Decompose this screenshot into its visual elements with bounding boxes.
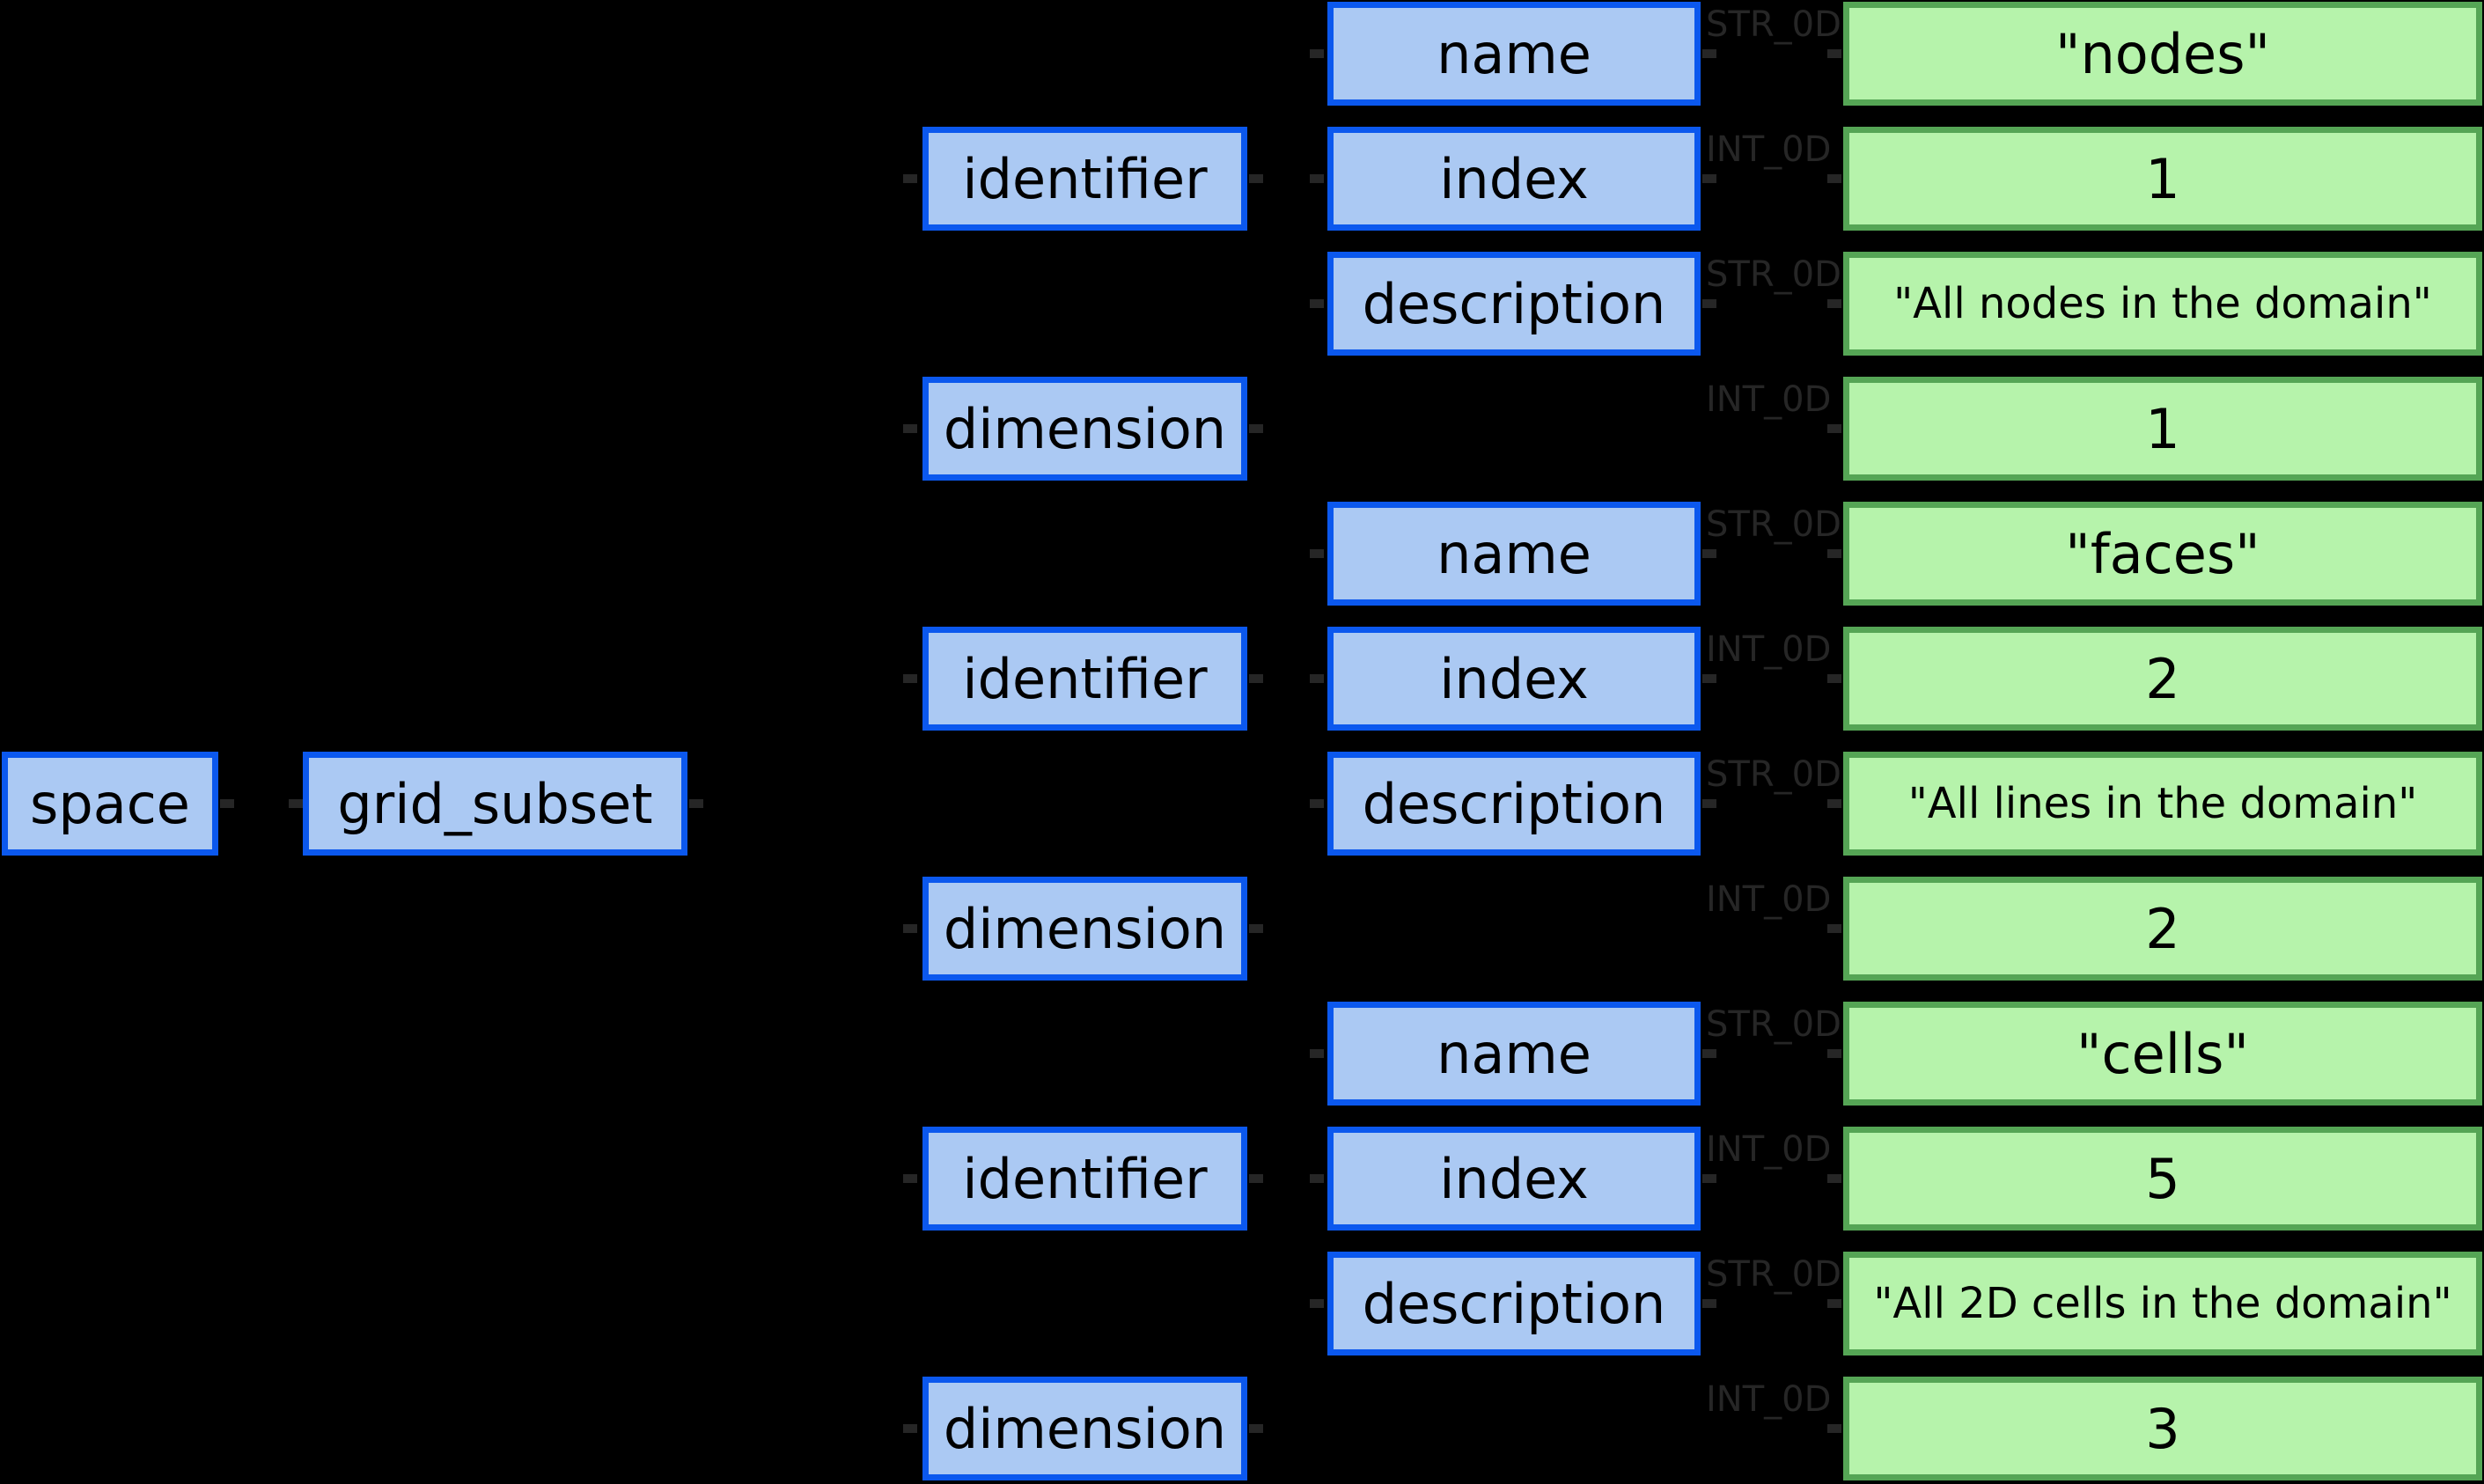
edge-type-label: INT_0D bbox=[1706, 879, 1832, 920]
edge-stub bbox=[1827, 1424, 1841, 1433]
attr-row: description STR_0D "All lines in the dom… bbox=[0, 752, 2484, 856]
edge-stub bbox=[903, 924, 917, 933]
node-identifier: identifier bbox=[922, 627, 1247, 731]
edge-stub bbox=[1310, 1049, 1324, 1058]
edge-stub bbox=[1249, 174, 1263, 183]
node-description: description bbox=[1327, 752, 1701, 856]
edge-stub bbox=[1702, 299, 1716, 308]
edge-type-label: STR_0D bbox=[1706, 754, 1841, 795]
edge-type-label: INT_0D bbox=[1706, 129, 1832, 170]
attr-row: description STR_0D "All nodes in the dom… bbox=[0, 252, 2484, 356]
edge-type-label: STR_0D bbox=[1706, 504, 1841, 545]
edge-stub bbox=[903, 174, 917, 183]
edge-stub bbox=[1702, 49, 1716, 58]
attr-row: description STR_0D "All 2D cells in the … bbox=[0, 1252, 2484, 1355]
edge-stub bbox=[903, 674, 917, 683]
edge-stub bbox=[1827, 924, 1841, 933]
edge-stub bbox=[1249, 924, 1263, 933]
attr-row: dimension INT_0D 2 bbox=[0, 877, 2484, 981]
value-box: 5 bbox=[1843, 1127, 2482, 1231]
edge-stub bbox=[1827, 1299, 1841, 1308]
edge-stub bbox=[1310, 49, 1324, 58]
node-grid-subset: grid_subset bbox=[303, 752, 687, 856]
attr-row: name STR_0D "cells" bbox=[0, 1002, 2484, 1106]
node-dimension: dimension bbox=[922, 377, 1247, 481]
node-identifier: identifier bbox=[922, 127, 1247, 231]
value-box: "All 2D cells in the domain" bbox=[1843, 1252, 2482, 1355]
edge-stub bbox=[1310, 674, 1324, 683]
node-dimension: dimension bbox=[922, 1377, 1247, 1480]
edge-stub bbox=[1827, 174, 1841, 183]
node-identifier: identifier bbox=[922, 1127, 1247, 1231]
edge-stub bbox=[1702, 799, 1716, 808]
edge-stub bbox=[1827, 674, 1841, 683]
edge-type-label: INT_0D bbox=[1706, 1129, 1832, 1170]
edge-stub bbox=[1702, 674, 1716, 683]
edge-stub bbox=[1310, 1174, 1324, 1183]
node-index: index bbox=[1327, 127, 1701, 231]
node-description: description bbox=[1327, 252, 1701, 356]
attr-row: dimension INT_0D 1 bbox=[0, 377, 2484, 481]
edge-stub bbox=[1310, 799, 1324, 808]
node-space: space bbox=[2, 752, 218, 856]
node-index: index bbox=[1327, 1127, 1701, 1231]
edge-type-label: STR_0D bbox=[1706, 254, 1841, 295]
edge-stub bbox=[903, 1424, 917, 1433]
edge-stub bbox=[1827, 424, 1841, 433]
node-dimension: dimension bbox=[922, 877, 1247, 981]
attr-row: identifier index INT_0D 1 bbox=[0, 127, 2484, 231]
attr-row: name STR_0D "faces" bbox=[0, 502, 2484, 606]
edge-stub bbox=[1827, 549, 1841, 558]
edge-stub bbox=[1702, 1299, 1716, 1308]
attr-row: dimension INT_0D 3 bbox=[0, 1377, 2484, 1480]
edge-stub bbox=[1310, 174, 1324, 183]
edge-stub bbox=[1827, 1049, 1841, 1058]
value-box: 3 bbox=[1843, 1377, 2482, 1480]
edge-stub bbox=[1310, 549, 1324, 558]
edge-stub bbox=[903, 424, 917, 433]
edge-stub bbox=[1702, 174, 1716, 183]
attr-row: identifier index INT_0D 2 bbox=[0, 627, 2484, 731]
edge-stub bbox=[1827, 799, 1841, 808]
value-box: "faces" bbox=[1843, 502, 2482, 606]
edge-stub bbox=[903, 1174, 917, 1183]
edge-type-label: STR_0D bbox=[1706, 1004, 1841, 1045]
edge-stub bbox=[1249, 424, 1263, 433]
value-box: 2 bbox=[1843, 877, 2482, 981]
value-box: "nodes" bbox=[1843, 2, 2482, 106]
node-description: description bbox=[1327, 1252, 1701, 1355]
edge-stub bbox=[289, 799, 303, 808]
edge-stub bbox=[1827, 299, 1841, 308]
edge-stub bbox=[689, 799, 703, 808]
edge-stub bbox=[1827, 1174, 1841, 1183]
edge-stub bbox=[1827, 49, 1841, 58]
attr-row: identifier index INT_0D 5 bbox=[0, 1127, 2484, 1231]
edge-type-label: STR_0D bbox=[1706, 1254, 1841, 1295]
node-name: name bbox=[1327, 1002, 1701, 1106]
edge-stub bbox=[1249, 1424, 1263, 1433]
value-box: 1 bbox=[1843, 127, 2482, 231]
edge-stub bbox=[1310, 299, 1324, 308]
node-index: index bbox=[1327, 627, 1701, 731]
value-box: "All lines in the domain" bbox=[1843, 752, 2482, 856]
edge-stub bbox=[1310, 1299, 1324, 1308]
edge-type-label: INT_0D bbox=[1706, 379, 1832, 420]
edge-stub bbox=[1702, 549, 1716, 558]
node-name: name bbox=[1327, 502, 1701, 606]
edge-type-label: INT_0D bbox=[1706, 1379, 1832, 1420]
edge-stub bbox=[1249, 1174, 1263, 1183]
value-box: 2 bbox=[1843, 627, 2482, 731]
edge-stub bbox=[220, 799, 234, 808]
edge-stub bbox=[1249, 674, 1263, 683]
edge-type-label: INT_0D bbox=[1706, 629, 1832, 670]
edge-stub bbox=[1702, 1174, 1716, 1183]
value-box: "All nodes in the domain" bbox=[1843, 252, 2482, 356]
value-box: 1 bbox=[1843, 377, 2482, 481]
edge-stub bbox=[1702, 1049, 1716, 1058]
edge-type-label: STR_0D bbox=[1706, 4, 1841, 45]
value-box: "cells" bbox=[1843, 1002, 2482, 1106]
node-name: name bbox=[1327, 2, 1701, 106]
attr-row: name STR_0D "nodes" bbox=[0, 2, 2484, 106]
